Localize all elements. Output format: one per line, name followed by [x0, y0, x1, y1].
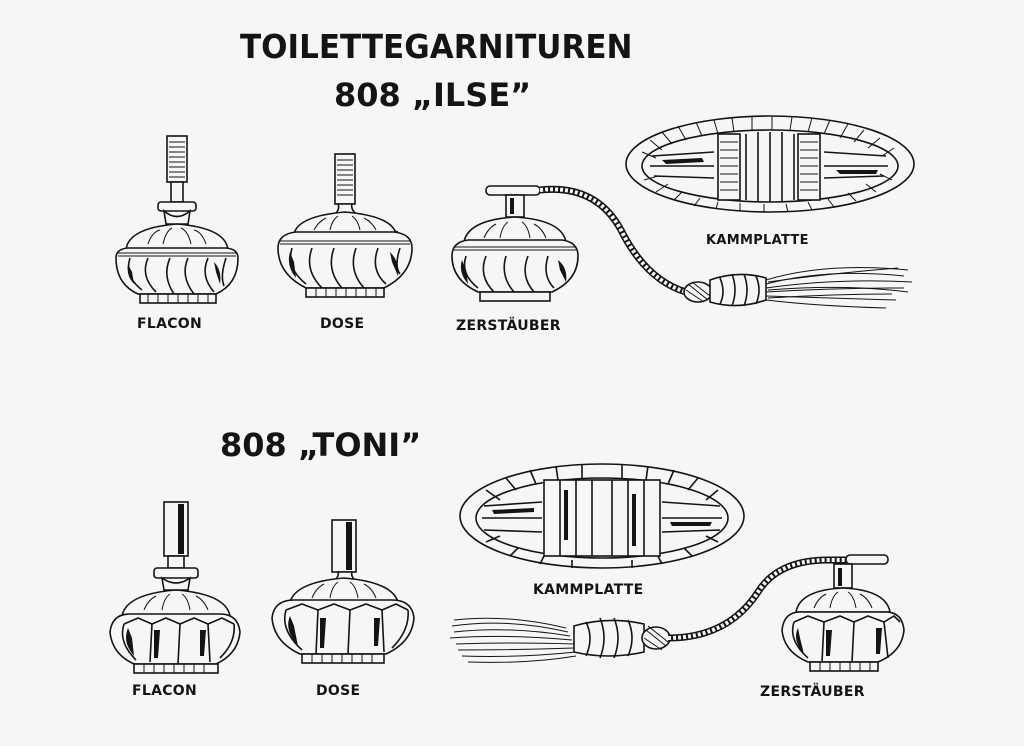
- comb-tray-icon: [625, 115, 915, 213]
- toni-flacon-label: FLACON: [132, 683, 198, 699]
- set-heading-toni: 808 „TONI”: [220, 426, 422, 464]
- atomizer-icon: [449, 554, 905, 672]
- ilse-dose-label: DOSE: [320, 316, 365, 332]
- toni-dose-illustration: [268, 518, 418, 678]
- ilse-dose-illustration: [272, 152, 422, 310]
- perfume-bottle-icon: [109, 501, 241, 674]
- ilse-flacon-label: FLACON: [137, 316, 203, 332]
- powder-jar-icon: [271, 519, 415, 664]
- toni-atomizer-label: ZERSTÄUBER: [760, 684, 865, 700]
- ilse-comb-tray-illustration: [622, 112, 918, 222]
- ilse-comb-tray-label: KAMMPLATTE: [706, 233, 809, 248]
- ilse-flacon-illustration: [108, 134, 248, 309]
- toni-atomizer-illustration: [448, 552, 918, 682]
- atomizer-icon: [451, 185, 913, 309]
- page-title: TOILETTEGARNITUREN: [240, 27, 633, 66]
- powder-jar-icon: [277, 153, 413, 298]
- toni-dose-label: DOSE: [316, 683, 361, 699]
- toni-comb-tray-illustration: [456, 460, 748, 576]
- set-heading-ilse: 808 „ILSE”: [334, 76, 532, 114]
- ilse-atomizer-label: ZERSTÄUBER: [456, 318, 561, 334]
- toni-flacon-illustration: [104, 500, 246, 678]
- comb-tray-icon: [459, 463, 745, 569]
- perfume-bottle-icon: [115, 135, 239, 304]
- ilse-atomizer-illustration: [446, 180, 916, 312]
- toni-comb-tray-label: KAMMPLATTE: [533, 582, 644, 598]
